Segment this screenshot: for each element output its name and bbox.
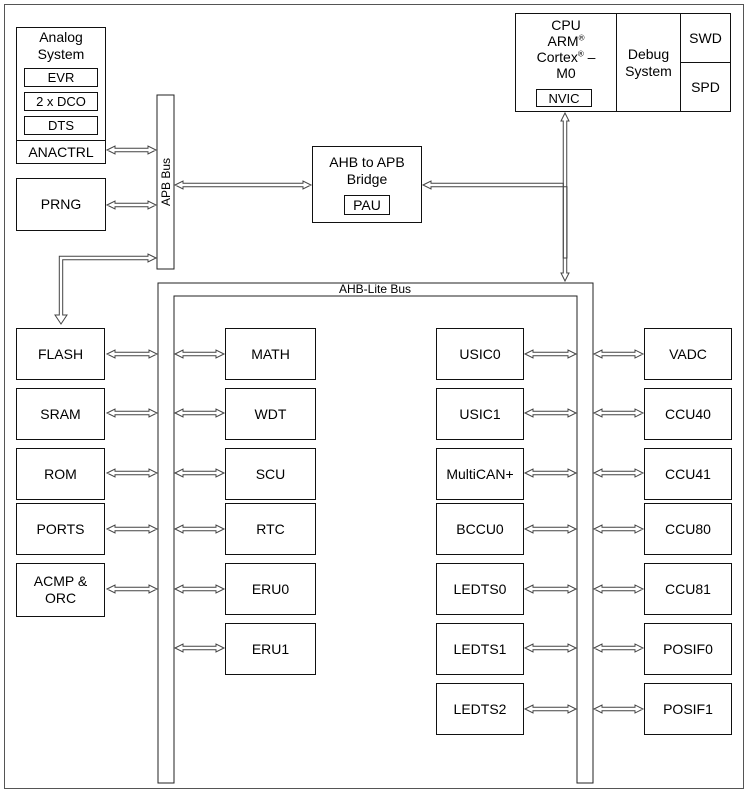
arrow-col2-2 — [173, 468, 226, 478]
arrow-col3-0 — [523, 349, 578, 359]
swd-block: SWD — [680, 13, 731, 63]
evr-block: EVR — [24, 68, 98, 87]
anactrl-divider — [17, 140, 105, 141]
nvic-block: NVIC — [536, 89, 592, 107]
block-sram: SRAM — [16, 388, 105, 440]
block-ports: PORTS — [16, 503, 105, 555]
anactrl-label: ANACTRL — [28, 144, 94, 160]
arrow-col2-1 — [173, 408, 226, 418]
arrow-col3-6 — [523, 704, 578, 714]
arrow-col3-1 — [523, 408, 578, 418]
cpu-cortex: Cortex — [536, 49, 578, 65]
block-usic0: USIC0 — [436, 328, 524, 380]
arrow-col3-5 — [523, 643, 578, 653]
cpu-line3: Cortex® – — [536, 49, 596, 65]
block-wdt: WDT — [225, 388, 316, 440]
dts-block: DTS — [24, 116, 98, 135]
arrow-apb-flash — [54, 253, 158, 325]
block-flash: FLASH — [16, 328, 105, 380]
block-eru0: ERU0 — [225, 563, 316, 615]
arrow-apb-bridge — [173, 180, 313, 190]
block-ccu40: CCU40 — [644, 388, 732, 440]
arrow-col1-2 — [105, 468, 159, 478]
arrow-cpu-ahb — [560, 111, 570, 283]
block-math: MATH — [225, 328, 316, 380]
arrow-col2-5 — [173, 643, 226, 653]
arrow-col4-5 — [592, 643, 645, 653]
apb-bus-bar — [156, 94, 175, 270]
debug-system-block: Debug System — [616, 13, 681, 112]
bridge-title: AHB to APB Bridge — [329, 154, 405, 187]
cpu-line2: ARM® — [518, 33, 614, 49]
block-ledts2: LEDTS2 — [436, 683, 524, 735]
cpu-reg1: ® — [578, 33, 585, 43]
diagram-frame — [4, 4, 744, 789]
cpu-arm: ARM — [547, 33, 579, 49]
arrow-col3-3 — [523, 524, 578, 534]
ahb-bus-bar — [157, 282, 594, 784]
block-scu: SCU — [225, 448, 316, 500]
ahb-lite-bus-label: AHB-Lite Bus — [338, 282, 412, 296]
block-ccu81: CCU81 — [644, 563, 732, 615]
arrow-anactrl-apb — [105, 145, 158, 155]
block-eru1: ERU1 — [225, 623, 316, 675]
block-ccu80: CCU80 — [644, 503, 732, 555]
arrow-prng-apb — [105, 200, 158, 210]
block-posif0: POSIF0 — [644, 623, 732, 675]
arrow-col4-6 — [592, 704, 645, 714]
block-ledts1: LEDTS1 — [436, 623, 524, 675]
apb-bus-label: APB Bus — [159, 157, 173, 207]
arrow-col4-0 — [592, 349, 645, 359]
block-acmp-orc: ACMP & ORC — [16, 563, 105, 617]
arrow-col2-0 — [173, 349, 226, 359]
block-rom: ROM — [16, 448, 105, 500]
arrow-col2-3 — [173, 524, 226, 534]
block-usic1: USIC1 — [436, 388, 524, 440]
cpu-reg2: ® — [577, 49, 584, 59]
block-posif1: POSIF1 — [644, 683, 732, 735]
spd-block: SPD — [680, 62, 731, 112]
arrow-col3-4 — [523, 584, 578, 594]
dco-block: 2 x DCO — [24, 92, 98, 111]
block-ledts0: LEDTS0 — [436, 563, 524, 615]
block-vadc: VADC — [644, 328, 732, 380]
arrow-col4-3 — [592, 524, 645, 534]
prng-block: PRNG — [16, 178, 106, 231]
block-multican: MultiCAN+ — [436, 448, 524, 500]
arrow-bridge-ahb-horizontal — [421, 180, 568, 259]
pau-block: PAU — [344, 195, 390, 215]
block-ccu41: CCU41 — [644, 448, 732, 500]
cpu-text: CPU ARM® Cortex® – M0 — [518, 17, 614, 81]
arrow-col2-4 — [173, 584, 226, 594]
arrow-col4-2 — [592, 468, 645, 478]
arrow-col4-4 — [592, 584, 645, 594]
arrow-col4-1 — [592, 408, 645, 418]
block-bccu0: BCCU0 — [436, 503, 524, 555]
block-rtc: RTC — [225, 503, 316, 555]
arrow-col1-4 — [105, 584, 159, 594]
cpu-line1: CPU — [551, 17, 581, 33]
cpu-block: CPU ARM® Cortex® – M0 — [515, 13, 617, 112]
analog-system-title: Analog System — [37, 29, 85, 62]
arrow-col1-0 — [105, 349, 159, 359]
cpu-line4: M0 — [556, 65, 576, 81]
arrow-col1-3 — [105, 524, 159, 534]
arrow-col3-2 — [523, 468, 578, 478]
arrow-col1-1 — [105, 408, 159, 418]
